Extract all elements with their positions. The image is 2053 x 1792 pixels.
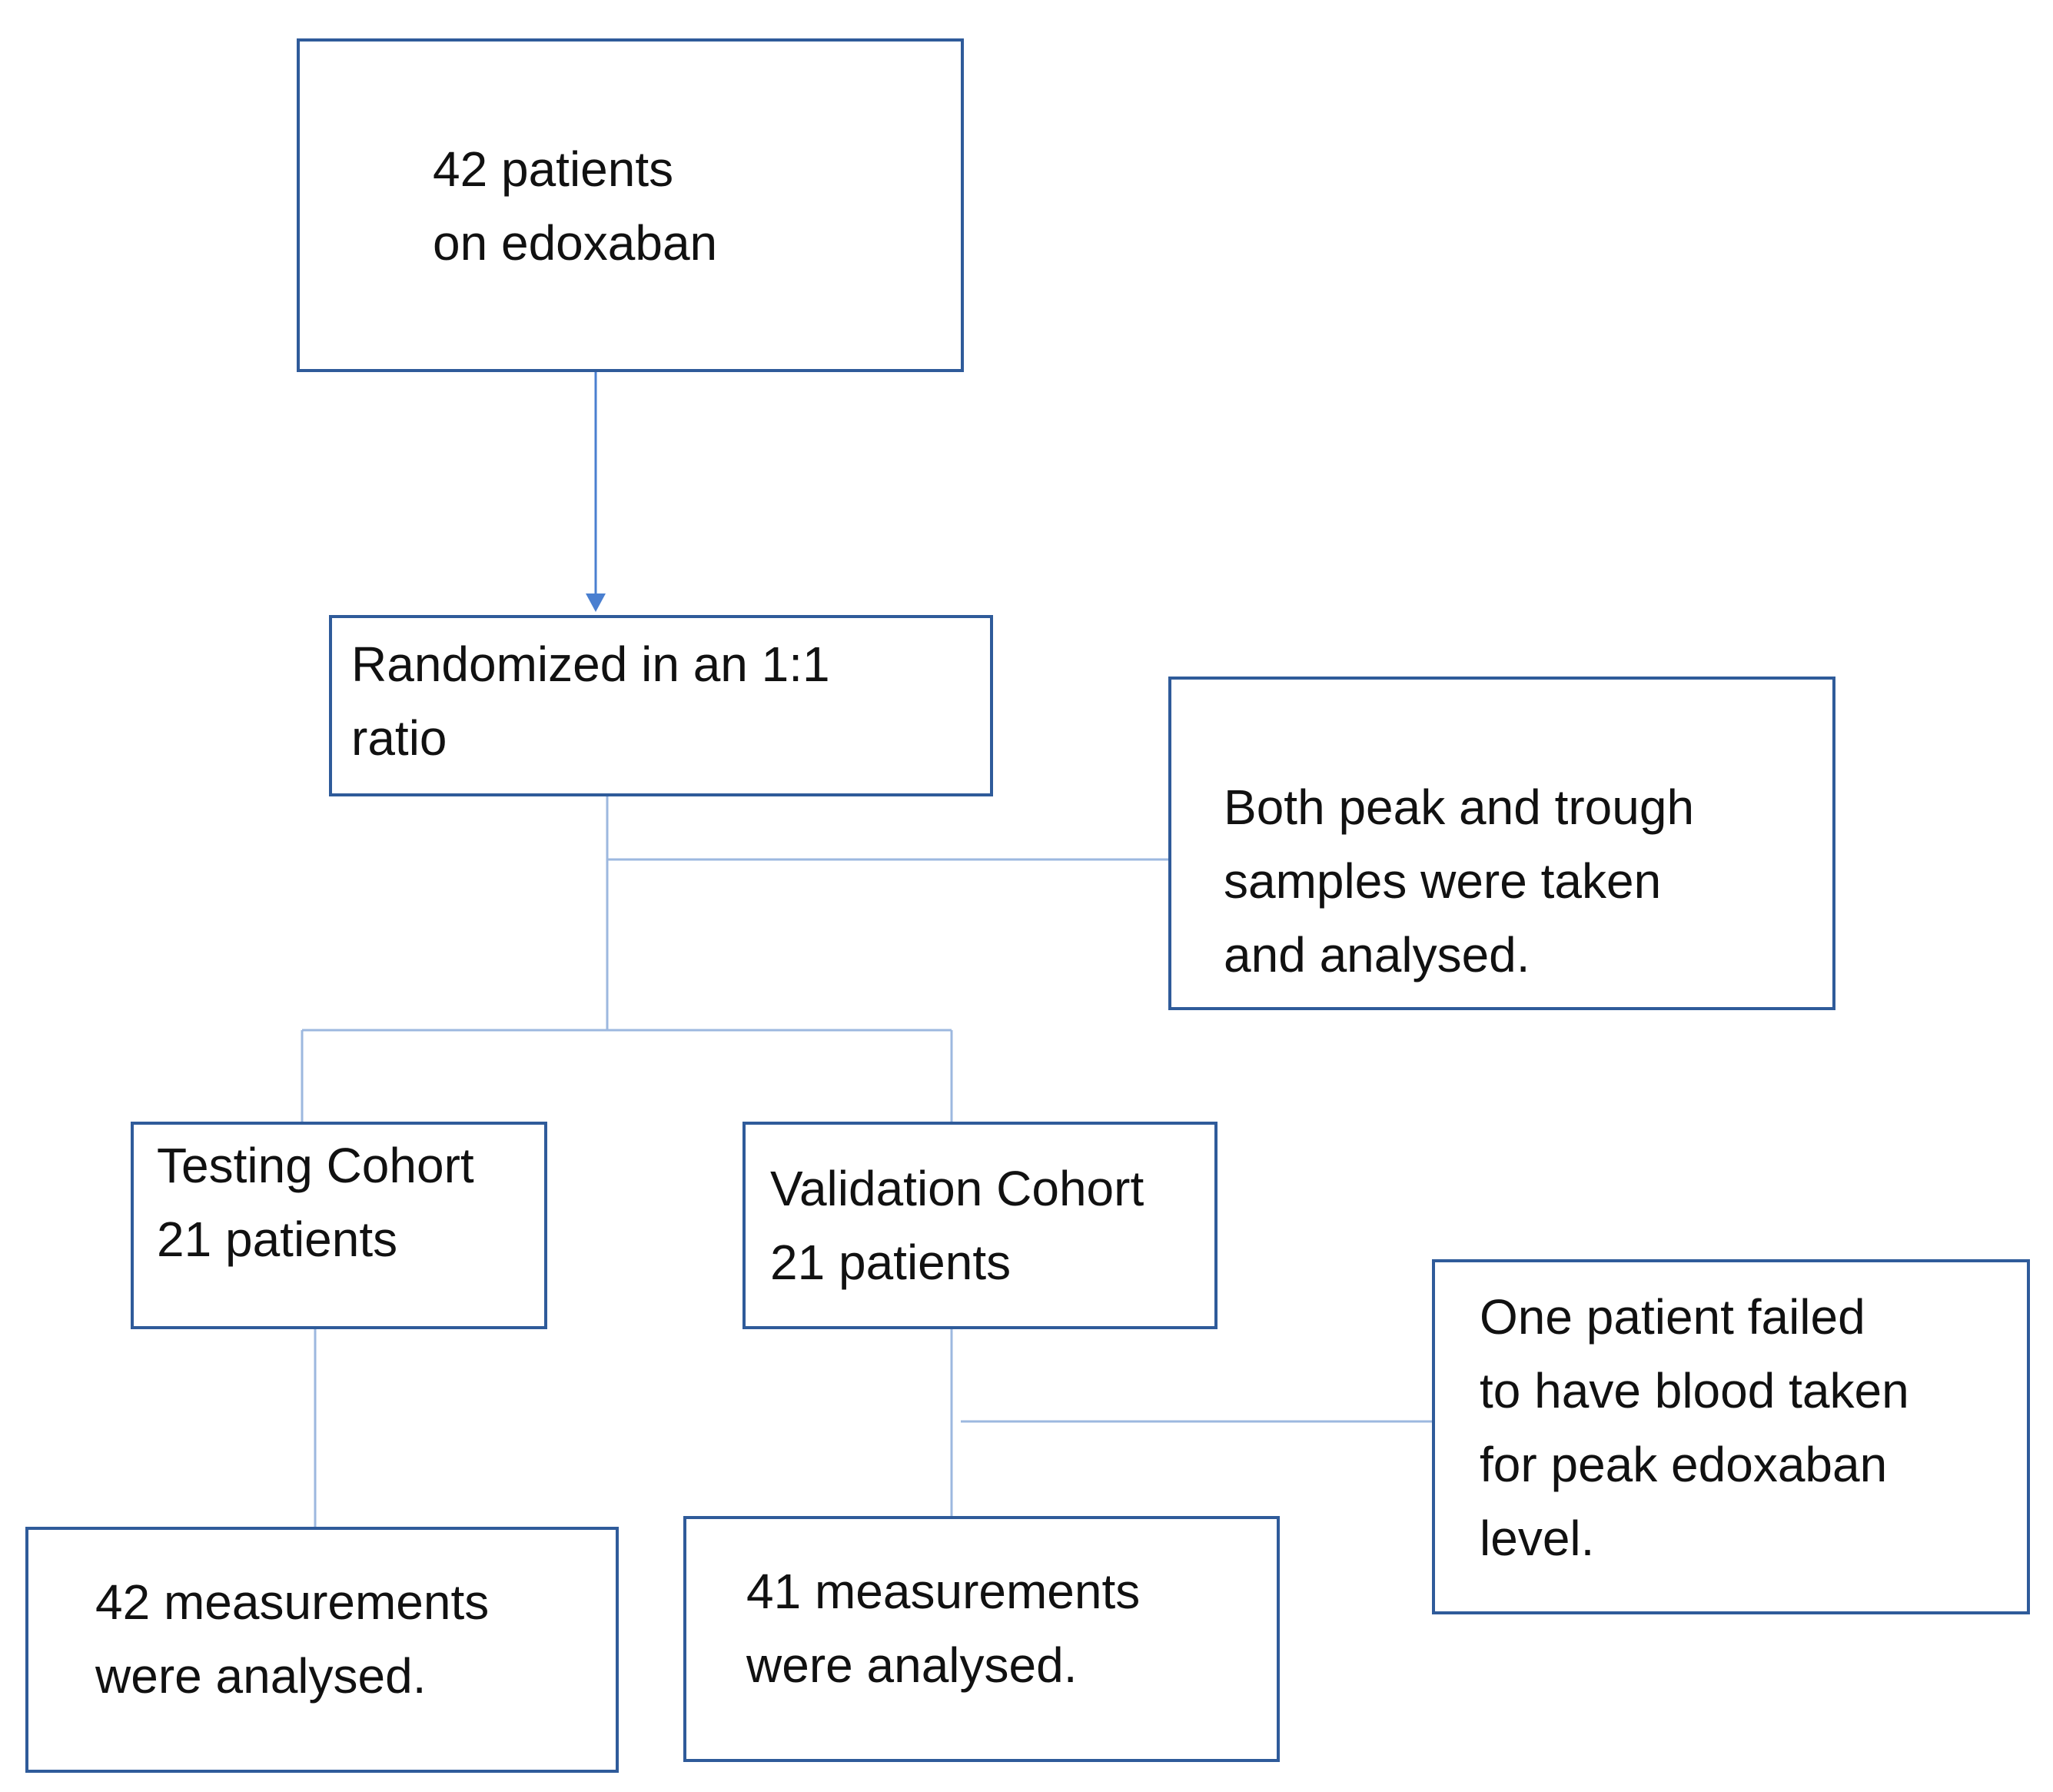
- samples-note-line-3: and analysed.: [1224, 927, 1530, 982]
- validation-result-text: 41 measurements were analysed.: [746, 1554, 1140, 1702]
- start-box-line-1: 42 patients: [433, 141, 674, 197]
- failure-note-box: [1432, 1259, 2030, 1614]
- testing-result-line-1: 42 measurements: [95, 1574, 490, 1630]
- samples-note-text: Both peak and trough samples were taken …: [1224, 770, 1694, 992]
- randomized-box-text: Randomized in an 1:1 ratio: [351, 627, 830, 775]
- validation-cohort-text: Validation Cohort 21 patients: [770, 1152, 1144, 1299]
- samples-note-line-2: samples were taken: [1224, 853, 1662, 909]
- failure-note-line-4: level.: [1480, 1511, 1595, 1566]
- validation-result-line-2: were analysed.: [746, 1637, 1078, 1693]
- validation-result-box: [683, 1516, 1280, 1762]
- testing-cohort-line-2: 21 patients: [157, 1212, 398, 1267]
- testing-cohort-text: Testing Cohort 21 patients: [157, 1129, 474, 1276]
- validation-cohort-box: [742, 1122, 1218, 1329]
- testing-cohort-line-1: Testing Cohort: [157, 1138, 474, 1193]
- testing-result-box: [25, 1527, 619, 1773]
- arrowhead-to-randomized: [586, 593, 606, 612]
- failure-note-line-3: for peak edoxaban: [1480, 1437, 1888, 1492]
- start-box-text: 42 patients on edoxaban: [433, 132, 717, 280]
- validation-cohort-line-2: 21 patients: [770, 1235, 1012, 1290]
- randomized-box-line-1: Randomized in an 1:1: [351, 637, 830, 692]
- start-box: [297, 38, 964, 372]
- failure-note-line-1: One patient failed: [1480, 1289, 1865, 1345]
- testing-result-line-2: were analysed.: [95, 1648, 427, 1704]
- samples-note-box: [1168, 677, 1835, 1010]
- randomized-box-line-2: ratio: [351, 710, 447, 766]
- randomized-box: [329, 615, 993, 796]
- testing-cohort-box: [131, 1122, 547, 1329]
- testing-result-text: 42 measurements were analysed.: [95, 1565, 489, 1713]
- samples-note-line-1: Both peak and trough: [1224, 780, 1695, 835]
- failure-note-line-2: to have blood taken: [1480, 1363, 1909, 1418]
- failure-note-text: One patient failed to have blood taken f…: [1480, 1280, 1909, 1575]
- start-box-line-2: on edoxaban: [433, 215, 718, 271]
- validation-result-line-1: 41 measurements: [746, 1564, 1141, 1619]
- validation-cohort-line-1: Validation Cohort: [770, 1161, 1144, 1216]
